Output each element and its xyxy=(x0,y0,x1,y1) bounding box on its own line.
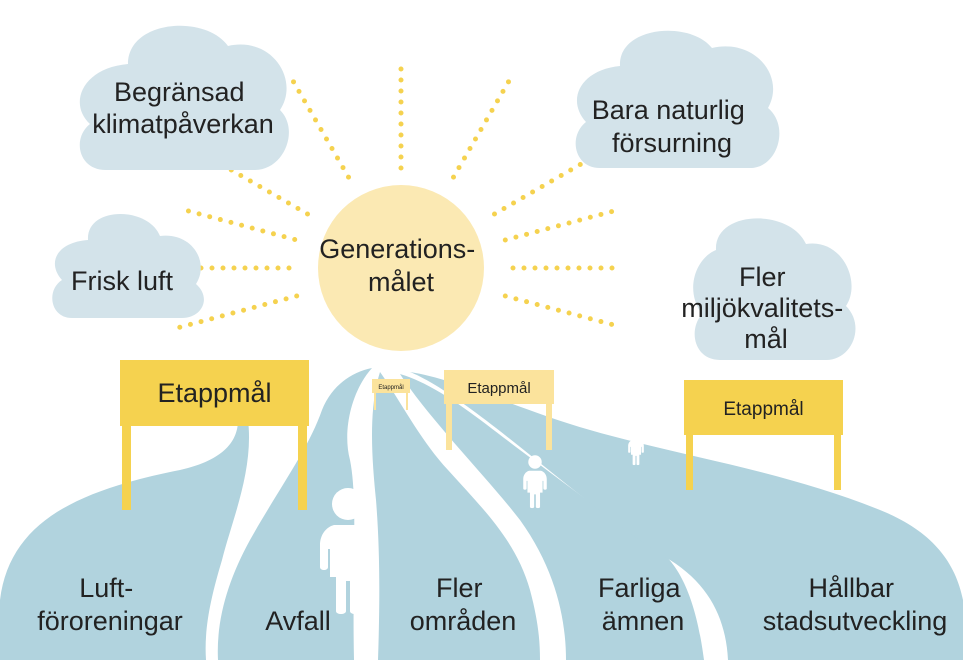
road-label-luftfororeningar: Luft- föroreningar xyxy=(37,573,183,636)
sign-post-left xyxy=(446,398,452,450)
sun-label: Generations- målet xyxy=(319,234,483,297)
road-avfall xyxy=(217,368,372,660)
sign-label: Etappmål xyxy=(723,399,803,420)
cloud-fler-miljokvalitetsmal: Fler miljökvalitets- mål xyxy=(681,218,856,360)
sign-etappmal-medium: Etappmål xyxy=(444,370,554,450)
cloud-label: Frisk luft xyxy=(71,266,174,296)
sun-ray xyxy=(451,79,511,180)
sign-label: Etappmål xyxy=(378,384,403,391)
sign-post-right xyxy=(406,390,408,410)
cloud-label: Bara naturlig försurning xyxy=(592,95,753,158)
sun-disc xyxy=(318,185,484,351)
cloud-bara-naturlig-forsurning: Bara naturlig försurning xyxy=(575,30,780,168)
cloud-begransad-klimatpaverkan: Begränsad klimatpåverkan xyxy=(79,25,289,170)
cloud-label: Fler miljökvalitets- mål xyxy=(681,262,851,354)
road-label-fler-omraden: Fler områden xyxy=(410,573,517,636)
sign-label: Etappmål xyxy=(157,378,271,408)
person-icon xyxy=(628,429,644,466)
cloud-shape xyxy=(575,30,780,168)
road-fler-omraden xyxy=(372,372,540,660)
sun-ray xyxy=(184,208,298,242)
cloud-label: Begränsad klimatpåverkan xyxy=(92,77,274,139)
sign-board xyxy=(372,379,410,393)
cloud-shape xyxy=(79,25,289,170)
sun-ray xyxy=(502,293,621,329)
road-luftfororeningar xyxy=(0,395,250,660)
sun: Generations- målet xyxy=(318,185,484,351)
sign-board xyxy=(684,380,843,435)
person-icon xyxy=(320,488,376,614)
sign-board xyxy=(120,360,309,426)
sun-ray xyxy=(171,293,300,332)
sun-ray xyxy=(502,207,621,243)
cloud-shape xyxy=(693,218,856,360)
sign-post-right xyxy=(298,420,307,510)
sign-post-right xyxy=(834,430,841,490)
sign-etappmal-large: Etappmål xyxy=(120,360,309,510)
road-label-avfall: Avfall xyxy=(265,606,331,636)
sign-post-left xyxy=(374,390,376,410)
cloud-frisk-luft: Frisk luft xyxy=(52,213,204,318)
sign-post-left xyxy=(686,430,693,490)
road-label-farliga-amnen: Farliga ämnen xyxy=(598,573,688,636)
sign-etappmal-right: Etappmål xyxy=(684,380,843,490)
sign-etappmal-tiny: Etappmål xyxy=(372,379,410,410)
sign-post-right xyxy=(546,398,552,450)
person-icon xyxy=(523,455,547,509)
cloud-shape xyxy=(52,213,204,318)
sign-post-left xyxy=(122,420,131,510)
sign-label: Etappmål xyxy=(467,380,530,397)
sun-ray xyxy=(291,79,351,180)
sign-board xyxy=(444,370,554,404)
sun-ray xyxy=(206,154,310,217)
road-label-hallbar-stadsutveckling: Hållbar stadsutveckling xyxy=(763,573,948,636)
sun-ray xyxy=(492,158,590,217)
road-farliga-amnen xyxy=(400,374,704,660)
